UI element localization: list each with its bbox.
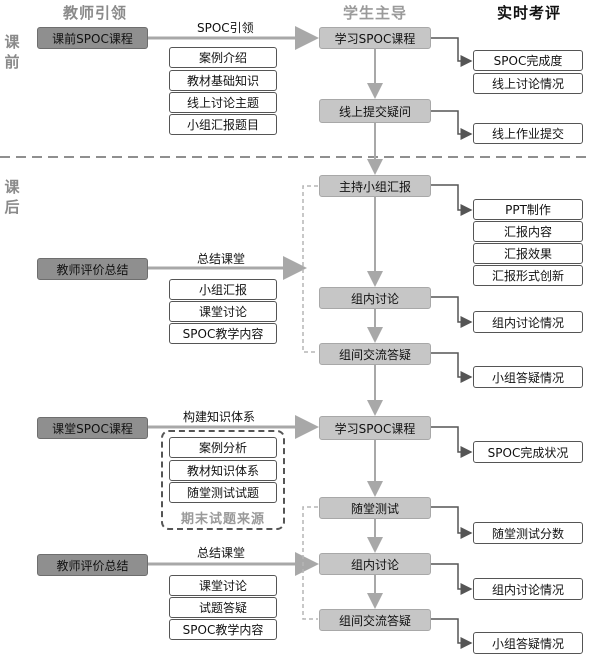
header-student: 学生主导 bbox=[342, 4, 407, 22]
exam-source-label: 期末试题来源 bbox=[180, 512, 265, 527]
eval-box: 随堂测试分数 bbox=[473, 522, 583, 544]
header-eval: 实时考评 bbox=[496, 4, 561, 22]
post1-item: 小组汇报 bbox=[169, 279, 277, 300]
student-box: 主持小组汇报 bbox=[319, 175, 431, 197]
header-teacher: 教师引领 bbox=[62, 4, 127, 22]
teacher-box-pre: 课前SPOC课程 bbox=[37, 27, 148, 49]
pre-item: 线上讨论主题 bbox=[169, 92, 277, 113]
arrow-label-post2: 构建知识体系 bbox=[183, 410, 256, 424]
student-box: 组间交流答疑 bbox=[319, 609, 431, 631]
student-box: 组内讨论 bbox=[319, 287, 431, 309]
eval-box: SPOC完成状况 bbox=[473, 441, 583, 463]
arrow-label-pre: SPOC引领 bbox=[197, 21, 254, 35]
post3-item: SPOC教学内容 bbox=[169, 619, 277, 640]
post2-item: 案例分析 bbox=[169, 437, 277, 458]
exam-source-group bbox=[161, 430, 285, 530]
teacher-box-post1: 教师评价总结 bbox=[37, 258, 148, 280]
student-box: 学习SPOC课程 bbox=[319, 416, 431, 440]
post1-item: 课堂讨论 bbox=[169, 301, 277, 322]
student-box: 组内讨论 bbox=[319, 553, 431, 575]
phase-pre-label: 课前 bbox=[4, 33, 20, 71]
student-box: 组间交流答疑 bbox=[319, 343, 431, 365]
eval-box: 线上作业提交 bbox=[473, 123, 583, 144]
eval-box: 小组答疑情况 bbox=[473, 632, 583, 654]
post3-item: 试题答疑 bbox=[169, 597, 277, 618]
eval-box: 汇报形式创新 bbox=[473, 265, 583, 286]
eval-box: 小组答疑情况 bbox=[473, 366, 583, 388]
eval-box: PPT制作 bbox=[473, 199, 583, 220]
post1-item: SPOC教学内容 bbox=[169, 323, 277, 344]
student-box: 学习SPOC课程 bbox=[319, 27, 431, 49]
teacher-box-post3: 教师评价总结 bbox=[37, 554, 148, 576]
post2-item: 随堂测试试题 bbox=[169, 482, 277, 503]
pre-item: 小组汇报题目 bbox=[169, 114, 277, 135]
eval-box: SPOC完成度 bbox=[473, 50, 583, 71]
eval-box: 组内讨论情况 bbox=[473, 311, 583, 333]
pre-item: 案例介绍 bbox=[169, 47, 277, 68]
arrow-label-post3: 总结课堂 bbox=[197, 546, 246, 560]
post3-item: 课堂讨论 bbox=[169, 575, 277, 596]
post2-item: 教材知识体系 bbox=[169, 460, 277, 481]
teacher-box-post2: 课堂SPOC课程 bbox=[37, 417, 148, 439]
student-box: 线上提交疑问 bbox=[319, 99, 431, 123]
arrow-label-post1: 总结课堂 bbox=[197, 252, 246, 266]
eval-box: 线上讨论情况 bbox=[473, 73, 583, 94]
eval-box: 汇报效果 bbox=[473, 243, 583, 264]
phase-post-label: 课后 bbox=[4, 178, 20, 216]
eval-box: 汇报内容 bbox=[473, 221, 583, 242]
eval-box: 组内讨论情况 bbox=[473, 578, 583, 600]
pre-item: 教材基础知识 bbox=[169, 70, 277, 91]
student-box: 随堂测试 bbox=[319, 497, 431, 519]
